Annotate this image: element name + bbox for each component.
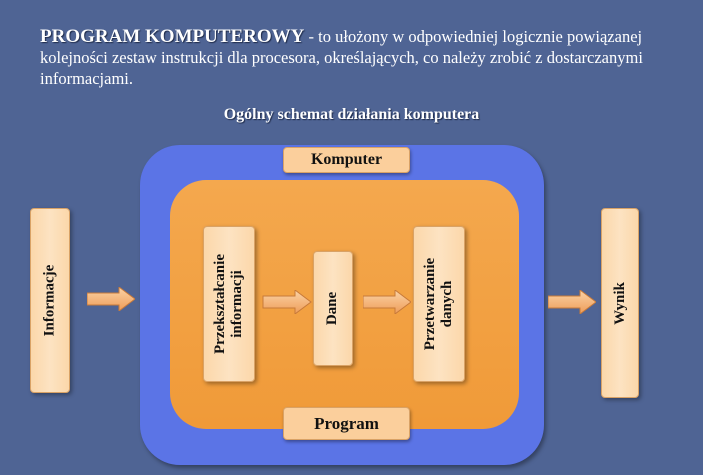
process-label: Przetwarzanie danych: [422, 258, 456, 350]
arrow-right-icon: [87, 287, 135, 311]
process-label-line2: danych: [439, 280, 456, 328]
transform-label-line1: Przekształcanie: [212, 254, 228, 354]
computer-label: Komputer: [283, 147, 410, 173]
transform-label: Przekształcanie informacji: [212, 254, 246, 354]
process-box: Przetwarzanie danych: [413, 226, 465, 382]
definition-text: PROGRAM KOMPUTEROWY - to ułożony w odpow…: [40, 26, 680, 89]
data-label: Dane: [324, 291, 341, 326]
arrow-right-icon: [262, 290, 312, 314]
output-label: Wynik: [611, 281, 628, 325]
output-box: Wynik: [601, 208, 639, 398]
transform-label-line2: informacji: [229, 270, 245, 338]
arrow-right-icon: [548, 290, 596, 314]
input-box: Informacje: [30, 208, 70, 393]
transform-box: Przekształcanie informacji: [203, 226, 255, 382]
definition-body: - to ułożony w odpowiedniej logicznie po…: [40, 27, 643, 88]
input-label: Informacje: [41, 264, 58, 337]
definition-term: PROGRAM KOMPUTEROWY: [40, 26, 305, 47]
data-box: Dane: [313, 251, 353, 366]
program-label: Program: [283, 407, 410, 440]
arrow-right-icon: [363, 290, 411, 314]
process-label-line1: Przetwarzanie: [422, 257, 439, 351]
diagram-title: Ogólny schemat działania komputera: [223, 106, 480, 123]
